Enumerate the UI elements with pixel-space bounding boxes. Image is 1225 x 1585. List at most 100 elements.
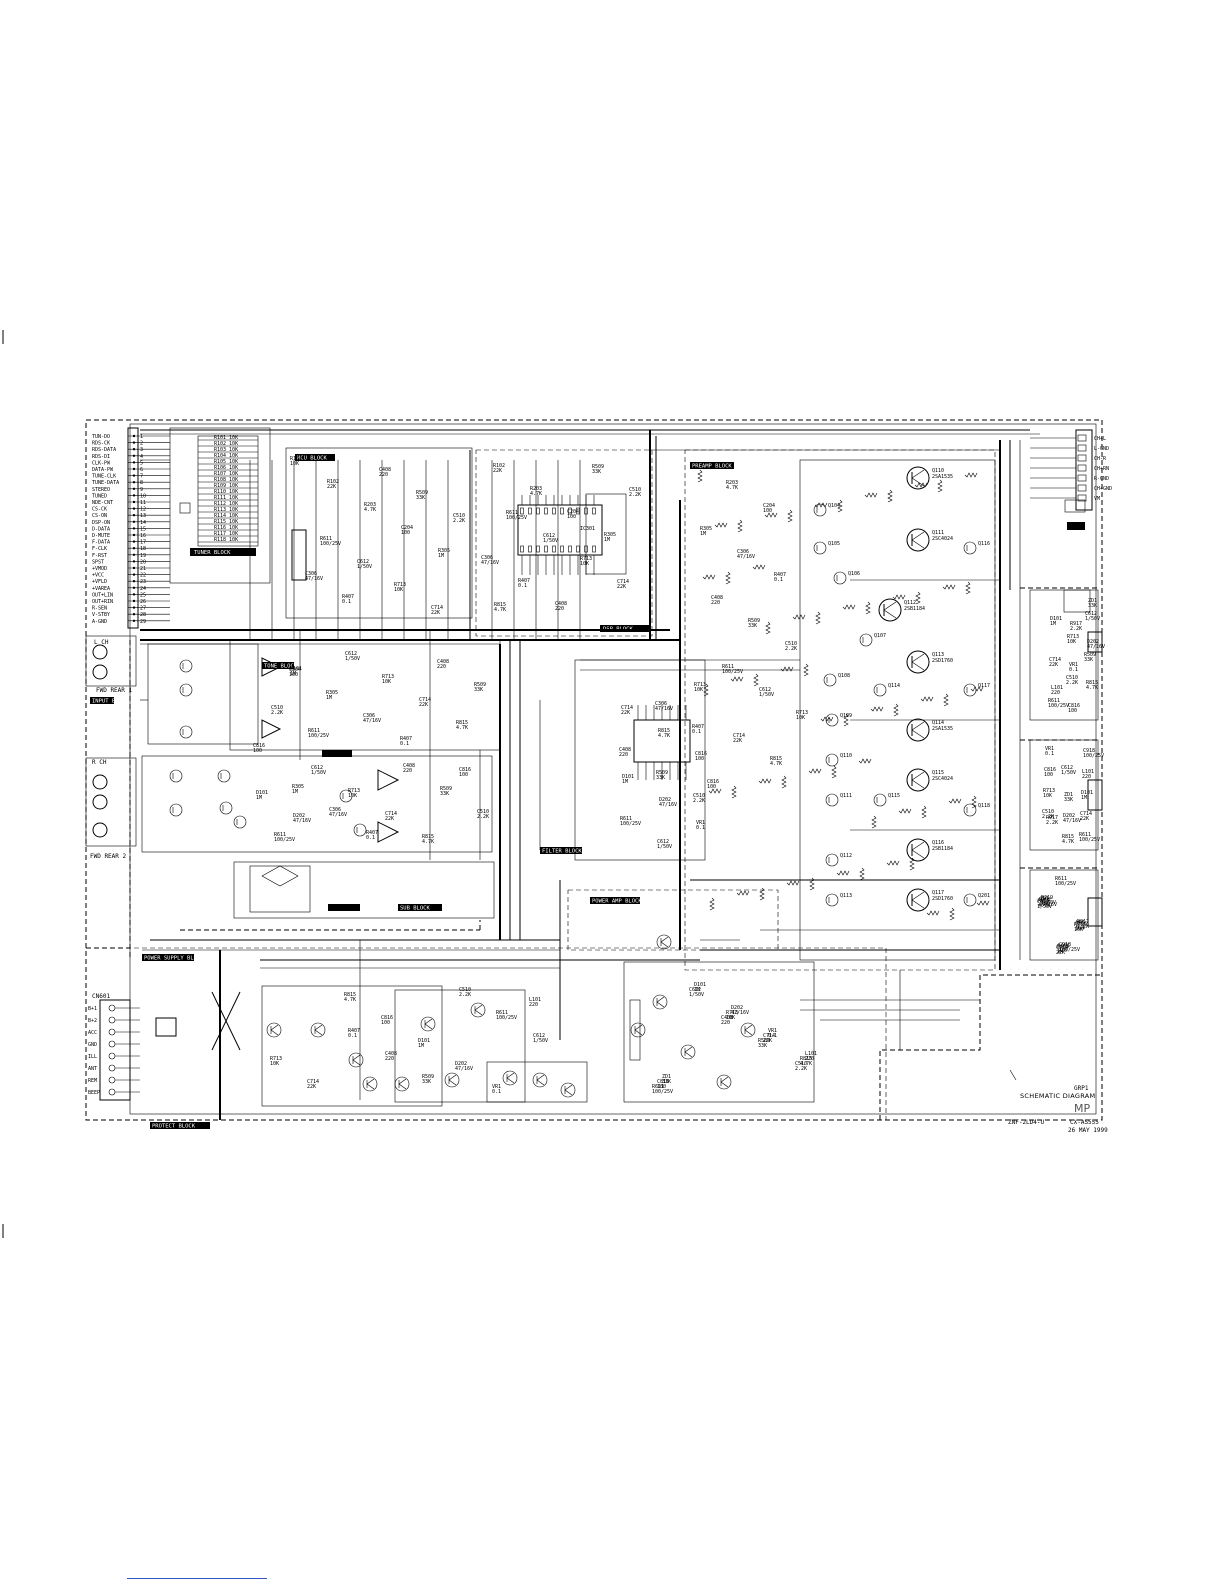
svg-text:FWD REAR 2: FWD REAR 2 <box>90 853 127 860</box>
component-ref: ZD1 <box>1064 792 1073 798</box>
resistor <box>815 611 821 625</box>
resistor <box>753 673 759 687</box>
input-jack-3 <box>92 774 108 790</box>
supply-transistor <box>680 1044 696 1060</box>
component-ref: R713 <box>1067 634 1079 640</box>
resistor <box>843 713 849 727</box>
resistor <box>892 594 906 600</box>
left-pin-dot <box>132 481 136 484</box>
component-value: 100/25V <box>722 669 743 675</box>
left-pin-label: +VFLD <box>92 579 107 585</box>
component-ref: C816 <box>695 751 707 757</box>
component-ref: R509 <box>656 770 668 776</box>
driver-transistor <box>825 793 839 807</box>
dsp-pin-box <box>528 507 532 515</box>
svg-text:IC301: IC301 <box>580 526 595 532</box>
component-value: 220 <box>711 600 720 606</box>
input-jack-1 <box>92 644 108 660</box>
supply-transistor <box>362 1076 378 1092</box>
component-ref: R203 <box>364 502 376 508</box>
component-value: 33K <box>1064 797 1073 803</box>
mcu-row-label: R114 10K <box>214 513 238 519</box>
component-ref: C816 <box>459 767 471 773</box>
drawing-date: 26 MAY 1999 <box>1068 1127 1108 1134</box>
component-ref: C612 <box>533 1033 545 1039</box>
left-pin-dot <box>132 514 136 517</box>
component-value: 100 <box>567 514 576 520</box>
right-pin-box <box>1077 484 1087 492</box>
power-pin <box>108 1004 116 1012</box>
component-value: 2.2K <box>1042 814 1054 820</box>
component-ref: C510 <box>477 809 489 815</box>
component-value: 22K <box>1056 950 1065 956</box>
left-pin-dot <box>132 448 136 451</box>
resistor <box>914 482 928 488</box>
component-value: 10K <box>348 793 357 799</box>
component-ref: ZD1 <box>662 1074 671 1080</box>
component-value: 47/16V <box>659 802 677 808</box>
left-pin-number: 20 <box>140 559 146 565</box>
driver-transistor-label: Q107 <box>874 633 886 639</box>
input-transistor <box>169 769 183 783</box>
component-ref: R407 <box>342 594 354 600</box>
left-pin-label: F-DATA <box>92 540 110 546</box>
component-value: 22K <box>419 702 428 708</box>
left-pin-label: F-CLK <box>92 546 107 552</box>
component-ref: C612 <box>543 533 555 539</box>
component-ref: R509 <box>758 1038 770 1044</box>
component-ref: R611 <box>1048 698 1060 704</box>
power-pin-label: ANT <box>88 1066 97 1072</box>
resistor <box>820 716 834 722</box>
resistor <box>703 683 709 697</box>
dsp-pin-box <box>552 545 556 553</box>
right-pin-box <box>1077 464 1087 472</box>
component-value: 33K <box>474 687 483 693</box>
left-pin-label: R-SEN <box>92 606 107 612</box>
component-value: 4.7K <box>800 1061 812 1067</box>
component-ref: C816 <box>381 1015 393 1021</box>
power-transistor-part: 2SB1184 <box>932 846 953 852</box>
component-ref: C612 <box>311 765 323 771</box>
component-ref: L101 <box>1051 685 1063 691</box>
dsp-pin-box <box>536 507 540 515</box>
resistor <box>803 663 809 677</box>
supply-transistor <box>502 1070 518 1086</box>
resistor <box>765 621 771 635</box>
power-pin <box>108 1052 116 1060</box>
component-value: 47/16V <box>731 1010 749 1016</box>
component-value: 22K <box>493 468 502 474</box>
component-value: 22K <box>733 738 742 744</box>
left-pin-dot <box>132 606 136 609</box>
driver-transistor <box>873 683 887 697</box>
left-pin-label: D-MUTE <box>92 533 110 539</box>
component-ref: C510 <box>629 487 641 493</box>
left-pin-number: 10 <box>140 493 146 499</box>
component-ref: R509 <box>1084 652 1096 658</box>
driver-transistor <box>825 893 839 907</box>
mcu-row-label: R104 10K <box>214 453 238 459</box>
driver-transistor-label: Q109 <box>840 713 852 719</box>
component-ref: D202 <box>1087 639 1099 645</box>
right-pin-label: CH-R <box>1094 456 1107 462</box>
component-ref: D101 <box>1081 790 1093 796</box>
component-ref: C510 <box>785 641 797 647</box>
mcu-row-label: R118 10K <box>214 537 238 543</box>
component-ref: C510 <box>1042 809 1054 815</box>
component-value: 33K <box>416 495 425 501</box>
component-value: 100/25V <box>1048 703 1069 709</box>
left-pin-label: SPST <box>92 559 104 565</box>
component-ref: C408 <box>721 1015 733 1021</box>
mcu-row-label: R106 10K <box>214 465 238 471</box>
resistor <box>937 479 943 493</box>
resistor <box>714 522 728 528</box>
component-ref: C306 <box>655 701 667 707</box>
power-transistor-part: 2SC4024 <box>932 536 953 542</box>
component-ref: R509 <box>440 786 452 792</box>
opamp-2 <box>261 719 282 739</box>
left-pin-label: CLK-PW <box>92 460 111 466</box>
power-transistor-label: Q116 <box>932 840 944 846</box>
component-ref: C714 <box>1080 811 1092 817</box>
resistor <box>736 890 750 896</box>
left-pin-label: DATA-PW <box>92 467 114 473</box>
